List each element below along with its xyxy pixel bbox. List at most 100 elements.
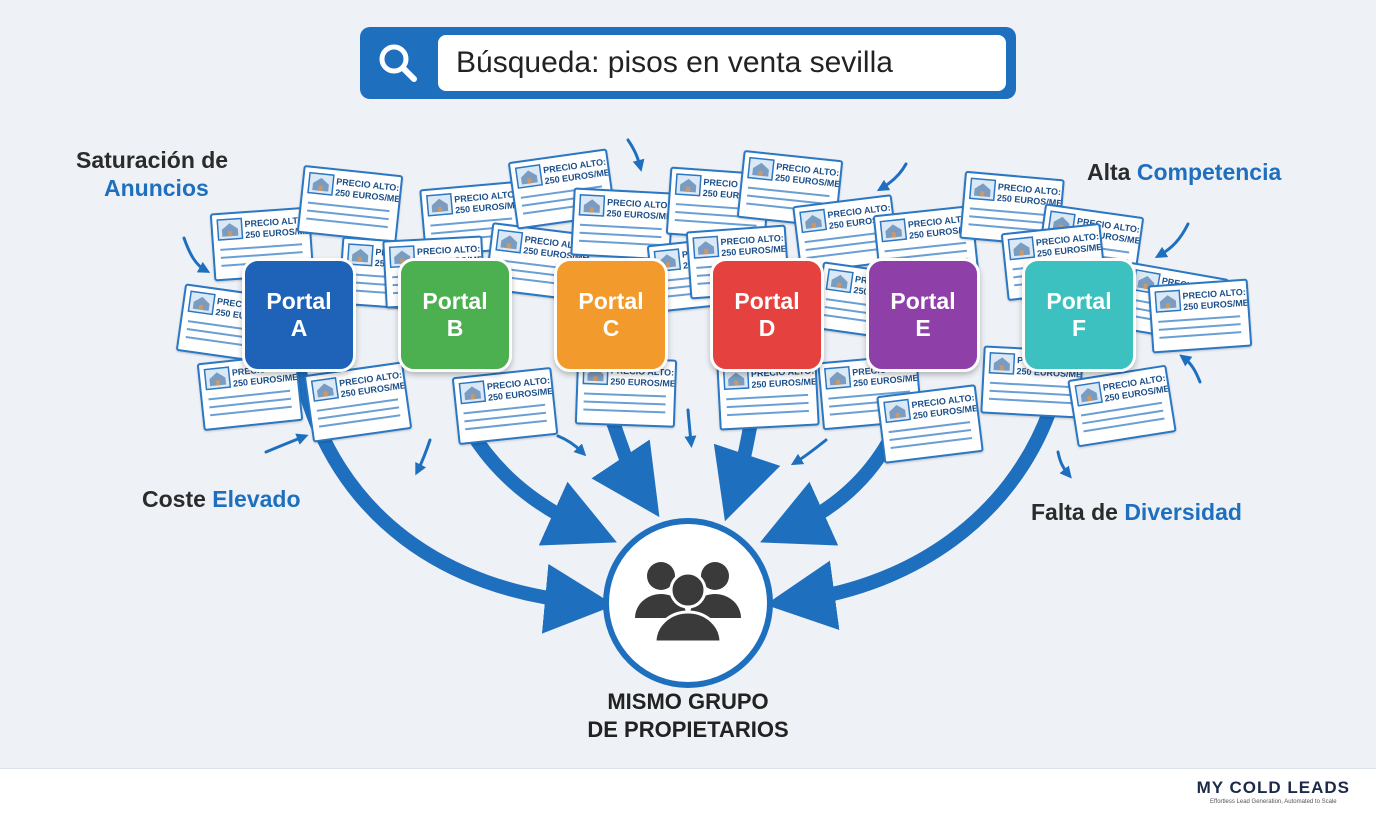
portal-a-letter: A [290,315,308,341]
listing-card: PRECIO ALTO:250 EUROS/MES [196,352,304,432]
card-text-line [306,217,388,229]
portal-b-letter: B [446,315,464,341]
arrow-small [1179,354,1202,384]
listing-card: PRECIO ALTO:250 EUROS/MES [484,222,592,302]
brand-logo-tagline: Effortless Lead Generation, Automated to… [1209,799,1337,805]
house-icon [674,173,702,197]
card-text-line [1158,315,1241,323]
card-text-line [726,409,809,417]
card-text-line [583,408,666,414]
cost-label-plain: Coste [142,486,213,512]
listing-card: PRECIO ALTO:250 EUROS/MES [507,148,617,230]
house-icon [1154,289,1182,313]
house-icon [578,193,606,217]
card-text-line [726,401,809,409]
cost-label: Coste Elevado [142,485,301,513]
house-icon [203,366,232,391]
arrow-small [876,162,908,192]
card-text-line [989,397,1072,405]
search-query-text: Búsqueda: pisos en venta sevilla [456,46,893,79]
listing-card: PRECIO ALTO:250 EUROS/MES [817,353,923,431]
card-text-line [726,393,809,401]
diversity-label-highlight: Diversidad [1124,499,1242,525]
card-text-line [583,400,666,406]
house-icon [692,235,720,259]
card-text-line [969,215,1051,225]
arrow-small [790,438,828,466]
listing-card: PRECIO ALTO:250 EUROS/MES [419,180,525,258]
card-price-line2: 250 EUROS/MES [606,208,674,222]
house-icon [458,380,487,405]
listing-card: PRECIO ALTO:250 EUROS/MES [303,361,413,443]
card-text-line [674,219,757,227]
search-input[interactable]: Búsqueda: pisos en venta sevilla [438,35,1006,91]
card-text-line [210,405,292,417]
arrow-small [556,434,587,457]
brand-logo: MY COLD LEADS Effortless Lead Generation… [1197,778,1350,805]
competition-label-highlight: Competencia [1136,159,1282,185]
card-text-line [220,243,303,251]
owners-group-line1: MISMO GRUPO [607,689,769,714]
house-icon [425,192,454,217]
card-text-line [583,392,666,398]
card-text-line [579,223,662,231]
arrow-small [415,438,432,476]
card-text-line [579,231,662,239]
search-icon [379,44,417,82]
listing-card: PRECIO ALTO:250 EUROS/MES [980,345,1084,419]
brand-logo-name: MY COLD LEADS [1196,778,1350,797]
listing-card: PRECIO ALTO:250 EUROS/MES [209,206,315,282]
arrow-small [182,236,211,273]
house-icon [883,398,912,424]
footer-bar [0,768,1376,813]
listing-card: PRECIO ALTO:250 EUROS/MES [1147,278,1253,354]
owners-group-label: MISMO GRUPO DE PROPIETARIOS [538,688,838,744]
listing-card: PRECIO ALTO:250 EUROS/MES [792,194,900,274]
portal-c-letter: C [602,315,620,341]
listing-card: PRECIO ALTO:250 EUROS/MES [813,261,923,343]
portal-f-letter: F [1071,315,1087,341]
house-icon [799,208,828,234]
house-icon [310,377,340,402]
portal-e-word: Portal [890,288,956,314]
listing-card: PRECIO ALTO:250 EUROS/MES [337,236,443,312]
house-icon [968,177,997,202]
listing-card: PRECIO ALTO:250 EUROS/MES [570,187,674,261]
house-icon [216,217,244,241]
competition-label: Alta Competencia [1087,158,1281,186]
house-icon [495,229,524,254]
listing-card: PRECIO ALTO:250 EUROS/MES [665,166,771,242]
listing-card: PRECIO ALTO:250 EUROS/MES [872,204,980,284]
house-icon [879,218,908,243]
listing-card: PRECIO ALTO:250 EUROS/MES [876,384,984,464]
cost-label-highlight: Elevado [212,486,301,512]
portal-e-letter: E [915,315,931,341]
search-bar[interactable]: Búsqueda: pisos en venta sevilla [360,27,1016,99]
card-price-line2: 250 EUROS/MES [610,376,678,389]
portal-d-letter: D [758,315,776,341]
portal-a-word: Portal [266,288,332,314]
saturation-label: Saturación de Anuncios [76,146,228,202]
house-icon [825,268,854,294]
listing-card: PRECIO ALTO:250 EUROS/MES [1000,222,1108,302]
competition-label-plain: Alta [1087,159,1137,185]
house-icon [187,290,216,316]
listing-card: PRECIO ALTO:250 EUROS/MES [1067,364,1177,448]
arrow-small [264,433,309,454]
listing-card: PRECIO ALTO:250 EUROS/MES [959,170,1065,248]
house-icon [747,156,775,181]
listing-card: PRECIO ALTO:250 EUROS/MES [736,149,844,229]
listing-card: PRECIO ALTO:250 EUROS/MES [451,366,559,446]
house-icon [307,171,335,196]
card-text-line [465,419,547,431]
card-text-line [989,389,1072,397]
house-icon [988,351,1016,375]
card-text-line [1158,323,1241,331]
